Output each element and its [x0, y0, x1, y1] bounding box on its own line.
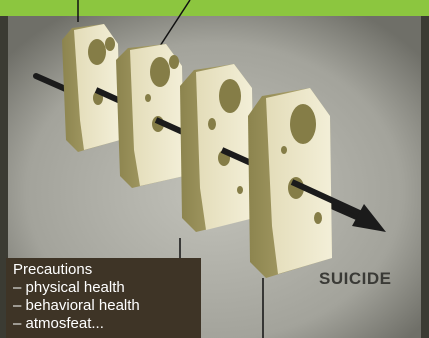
label-item: – behavioral health	[13, 297, 201, 315]
cheese-slice-icon	[62, 24, 120, 152]
precautions-label-box: Precautions – physical health – behavior…	[6, 258, 201, 338]
cheese-slice-icon	[248, 88, 332, 278]
top-band	[0, 0, 429, 16]
label-title: Precautions	[13, 261, 201, 279]
cheese-slice-icon	[180, 64, 254, 232]
label-item: – physical health	[13, 279, 201, 297]
label-item: – atmosfeat...	[13, 315, 201, 333]
cheese-slice-icon	[116, 44, 184, 188]
outcome-label: SUICIDE	[319, 269, 391, 289]
